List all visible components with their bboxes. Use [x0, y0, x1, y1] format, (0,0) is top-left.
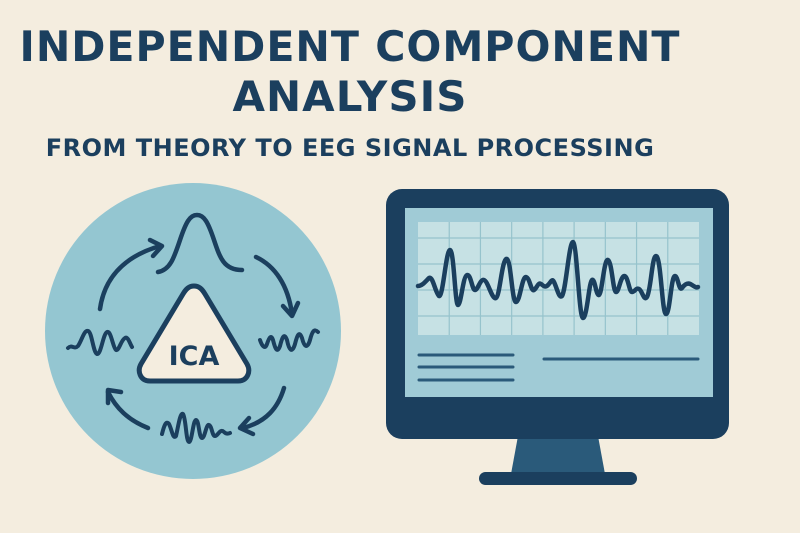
eeg-grid-background	[418, 222, 699, 335]
ica-center-label: ICA	[169, 341, 220, 372]
cycle-arrow-icon	[97, 237, 165, 312]
screen-text-placeholders	[417, 353, 700, 382]
eeg-waveform	[415, 239, 701, 321]
signal-wave-left-icon	[66, 329, 134, 356]
ica-triangle-icon	[136, 283, 252, 384]
gaussian-peak-icon	[155, 212, 245, 275]
cycle-arrow-icon	[105, 387, 151, 431]
cycle-arrow-icon	[237, 385, 287, 437]
ica-diagram: ICA	[45, 183, 341, 479]
monitor-illustration	[386, 189, 729, 485]
cycle-arrow-icon	[253, 254, 301, 319]
title-line-1: INDEPENDENT COMPONENT	[19, 22, 681, 71]
subtitle: FROM THEORY TO EEG SIGNAL PROCESSING	[45, 134, 655, 162]
title-line-2: ANALYSIS	[232, 72, 468, 121]
monitor-stand-base	[479, 472, 637, 485]
signal-wave-bottom-icon	[160, 411, 232, 444]
signal-wave-right-icon	[258, 328, 320, 352]
monitor-stand-neck	[511, 436, 605, 474]
